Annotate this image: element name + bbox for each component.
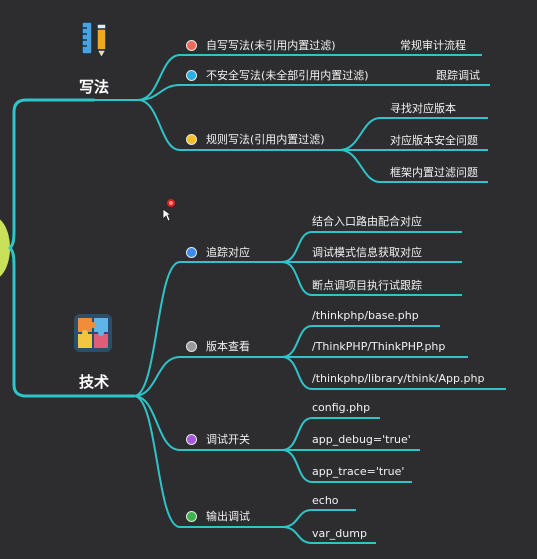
leaf-var-dump[interactable]: var_dump: [312, 527, 367, 540]
leaf-breakpoint[interactable]: 断点调项目执行试跟踪: [312, 279, 422, 292]
leaf-find-version[interactable]: 寻找对应版本: [390, 102, 456, 115]
status-dot-gray: [186, 341, 197, 352]
red-dot-icon: [167, 199, 175, 207]
status-dot-blue: [186, 247, 197, 258]
leaf-route-match[interactable]: 结合入口路由配合对应: [312, 215, 422, 228]
branch-unfiltered[interactable]: 自写写法(未引用内置过滤): [206, 39, 336, 52]
leaf-echo[interactable]: echo: [312, 494, 339, 507]
leaf-debug-info[interactable]: 调试模式信息获取对应: [312, 246, 422, 259]
leaf-app-php[interactable]: /thinkphp/library/think/App.php: [312, 372, 485, 385]
leaf-trace-debug[interactable]: 跟踪调试: [436, 69, 480, 82]
leaf-version-security[interactable]: 对应版本安全问题: [390, 134, 478, 147]
leaf-thinkphp-php[interactable]: /ThinkPHP/ThinkPHP.php: [312, 340, 446, 353]
branch-output-debug[interactable]: 输出调试: [206, 510, 250, 523]
writing-title[interactable]: 写法: [79, 78, 110, 96]
puzzle-icon: [74, 314, 112, 352]
branch-version-check[interactable]: 版本查看: [206, 340, 250, 353]
leaf-base-php[interactable]: /thinkphp/base.php: [312, 309, 419, 322]
status-dot-cyan: [186, 70, 197, 81]
root-node[interactable]: [0, 216, 10, 280]
trunk-line: [8, 98, 96, 250]
leaf-config-php[interactable]: config.php: [312, 401, 371, 414]
status-dot-red: [186, 40, 197, 51]
leaf-app-debug[interactable]: app_debug='true': [312, 433, 411, 446]
branch-rule[interactable]: 规则写法(引用内置过滤): [206, 133, 325, 146]
leaf-audit-process[interactable]: 常规审计流程: [400, 39, 466, 52]
leaf-app-trace[interactable]: app_trace='true': [312, 465, 405, 478]
mouse-pointer-icon: [162, 208, 172, 222]
status-dot-purple: [186, 434, 197, 445]
technique-title[interactable]: 技术: [79, 373, 110, 391]
branch-unsafe[interactable]: 不安全写法(未全部引用内置过滤): [206, 69, 369, 82]
status-dot-green: [186, 511, 197, 522]
status-dot-yellow: [186, 134, 197, 145]
leaf-framework-filter[interactable]: 框架内置过滤问题: [390, 166, 478, 179]
branch-tracking[interactable]: 追踪对应: [206, 246, 250, 259]
trunk-line-lower: [8, 246, 136, 398]
branch-debug-switch[interactable]: 调试开关: [206, 433, 250, 446]
pencil-ruler-icon: [81, 21, 108, 60]
